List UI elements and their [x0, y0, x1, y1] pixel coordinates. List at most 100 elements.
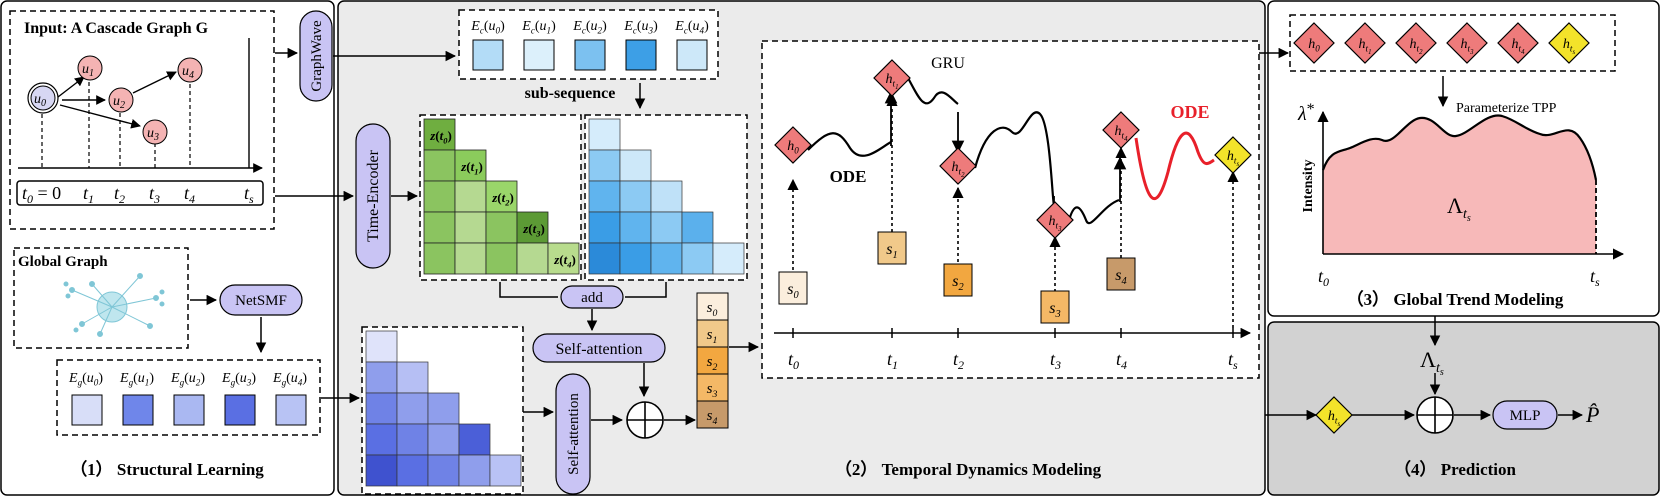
eg-embedding-1: Eg(u1): [119, 371, 154, 426]
gru-label: GRU: [931, 55, 965, 72]
node-u1: u1: [77, 55, 103, 81]
ode-label: ODE: [830, 167, 867, 186]
z-cell: [423, 180, 456, 213]
trend-hidden-1: ht1: [1344, 22, 1386, 64]
svg-text:ht1: ht1: [1359, 37, 1372, 56]
svg-text:h0: h0: [787, 139, 799, 156]
svg-text:Eg(u0): Eg(u0): [68, 371, 103, 388]
prediction-output: P̂: [1585, 402, 1599, 427]
z-cell: [485, 211, 518, 244]
svg-text:t4: t4: [1116, 349, 1127, 372]
attn-cell: [650, 242, 683, 275]
svg-text:Eg(u3): Eg(u3): [221, 371, 256, 388]
z-cell: [485, 180, 518, 213]
eg-embeddings: Eg(u0) Eg(u1) Eg(u2) Eg(u3) Eg(u4): [68, 371, 307, 426]
self-attention-label: Self-attention: [555, 341, 642, 358]
time-t2: t2: [114, 183, 125, 206]
attn-cell: [588, 211, 621, 244]
intensity-area: [1323, 115, 1596, 254]
prediction-hts: hts: [1315, 396, 1353, 434]
prediction-caption: （4） Prediction: [1394, 459, 1517, 479]
struct-attn-cell: [427, 454, 460, 487]
attn-cell: [650, 211, 683, 244]
svg-text:s4: s4: [707, 408, 718, 427]
struct-attn-cell: [365, 330, 398, 363]
svg-text:h0: h0: [1308, 37, 1320, 54]
svg-text:t3: t3: [1050, 349, 1061, 372]
input-s0: s0: [778, 271, 808, 305]
ec-embeddings: Ec(u0)Ec(u1)Ec(u2)Ec(u3)Ec(u4): [470, 19, 709, 71]
attn-cell: [619, 211, 652, 244]
time-ts: ts: [244, 183, 254, 206]
combine-oplus-icon: [626, 401, 664, 439]
struct-attn-cell: [458, 423, 491, 456]
svg-text:ht2: ht2: [1410, 37, 1424, 56]
s-state-2: s2: [696, 346, 729, 375]
eg-embedding-2: Eg(u2): [170, 371, 205, 426]
svg-text:Eg(u2): Eg(u2): [170, 371, 205, 388]
struct-attn-cell: [396, 392, 429, 425]
svg-text:ts: ts: [1228, 349, 1238, 372]
input-s3: s3: [1040, 290, 1070, 324]
svg-text:ht2: ht2: [952, 160, 966, 179]
svg-text:s0: s0: [707, 300, 718, 319]
attn-cell: [619, 149, 652, 182]
node-u4: u4: [177, 57, 203, 83]
attn-cell: [588, 149, 621, 182]
input-s2: s2: [943, 263, 973, 297]
time-encoder-label: Time-Encoder: [365, 149, 382, 242]
svg-text:s2: s2: [952, 273, 963, 293]
z-label-0: z(t0): [429, 128, 452, 145]
struct-attn-cell: [365, 454, 398, 487]
svg-text:Ec(u4): Ec(u4): [674, 19, 709, 36]
attn-cell: [619, 242, 652, 275]
attn-cell: [619, 180, 652, 213]
temporal-caption: （2） Temporal Dynamics Modeling: [835, 459, 1102, 479]
s-state-3: s3: [696, 373, 729, 402]
svg-text:Eg(u1): Eg(u1): [119, 371, 154, 388]
svg-text:Ec(u0): Ec(u0): [470, 19, 505, 36]
struct-attn-cell: [489, 454, 522, 487]
self-attention-module: [532, 333, 666, 363]
s-state-0: s0: [696, 292, 729, 321]
eg-embedding-4: Eg(u4): [272, 371, 307, 426]
attention-matrix-blue: [588, 118, 745, 275]
hidden-state-0: h0: [774, 126, 812, 164]
z-cell: [547, 242, 580, 275]
time-encoding-matrix: z(t0)z(t1)z(t2)z(t3)z(t4): [423, 118, 580, 275]
s-state-1: s1: [696, 319, 729, 348]
global-graph-title: Global Graph: [18, 254, 108, 270]
hidden-state-5: hts: [1214, 136, 1252, 174]
prediction-hts-diamond: hts: [1315, 396, 1353, 434]
ec-embedding-2: Ec(u2): [572, 19, 607, 71]
time-t1: t1: [83, 183, 94, 206]
trend-x-end: ts: [1590, 266, 1600, 289]
hidden-state-3: ht3: [1036, 201, 1074, 239]
attn-cell: [588, 118, 621, 151]
struct-attn-cell: [396, 454, 429, 487]
ec-embedding-0: Ec(u0): [470, 19, 505, 71]
struct-attn-cell: [365, 392, 398, 425]
graphwave-module: [299, 10, 333, 102]
z-cell: [516, 242, 549, 275]
hidden-sequence: h0 ht1 ht2 ht3 ht4 hts: [1293, 22, 1590, 64]
node-u0: u0: [27, 82, 59, 114]
svg-text:ht3: ht3: [1461, 37, 1475, 56]
cascade-title: Input: A Cascade Graph G: [24, 20, 209, 37]
netsmf-label: NetSMF: [235, 293, 287, 309]
trend-hidden-4: ht4: [1497, 22, 1539, 64]
attn-cell: [588, 180, 621, 213]
z-cell: [423, 211, 456, 244]
attn-cell: [681, 211, 714, 244]
trend-hidden-5: hts: [1548, 22, 1590, 64]
svg-text:hts: hts: [1563, 37, 1576, 56]
attn-cell: [681, 242, 714, 275]
subsequence-label: sub-sequence: [525, 85, 616, 102]
struct-attn-cell: [427, 423, 460, 456]
attn-cell: [712, 242, 745, 275]
time-row: [16, 180, 264, 206]
prediction-oplus-icon: [1416, 396, 1454, 434]
